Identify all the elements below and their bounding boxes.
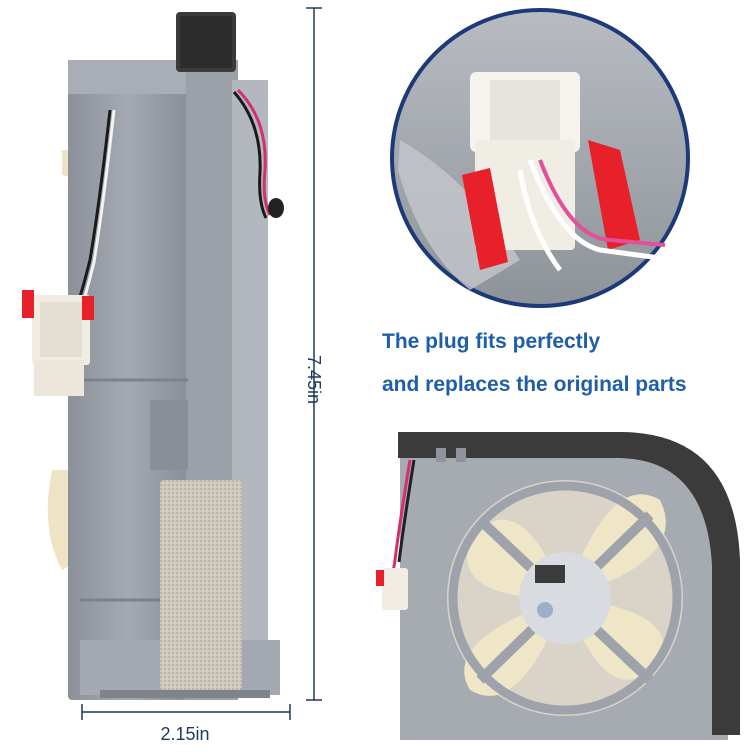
caption-line-1: The plug fits perfectly [382, 330, 601, 353]
width-dimension-label: 2.15in [160, 724, 210, 744]
fan-front-view [376, 432, 740, 740]
caption-line-2: and replaces the original parts [382, 373, 687, 396]
connector-closeup [390, 8, 690, 308]
height-dimension: 7.45in [300, 355, 324, 475]
dimension-lines [81, 7, 322, 720]
fan-side-view [22, 12, 284, 700]
height-dimension-label: 7.45in [304, 355, 324, 405]
